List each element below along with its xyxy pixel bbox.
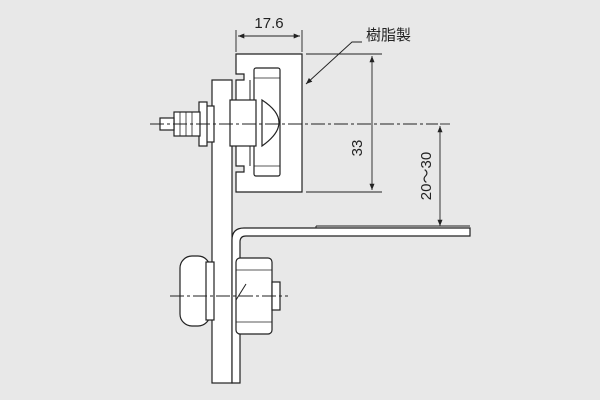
dim-height-label: 33	[349, 140, 366, 157]
screw-dome	[261, 98, 280, 148]
material-leader	[305, 41, 362, 85]
spacer	[229, 99, 257, 147]
mounting-plate	[211, 79, 233, 384]
bolt-collar	[205, 261, 215, 321]
l-bracket	[231, 227, 471, 384]
dim-range-label: 20～30	[418, 152, 435, 200]
dim-width-label: 17.6	[254, 15, 283, 32]
material-label: 樹脂製	[366, 26, 411, 44]
